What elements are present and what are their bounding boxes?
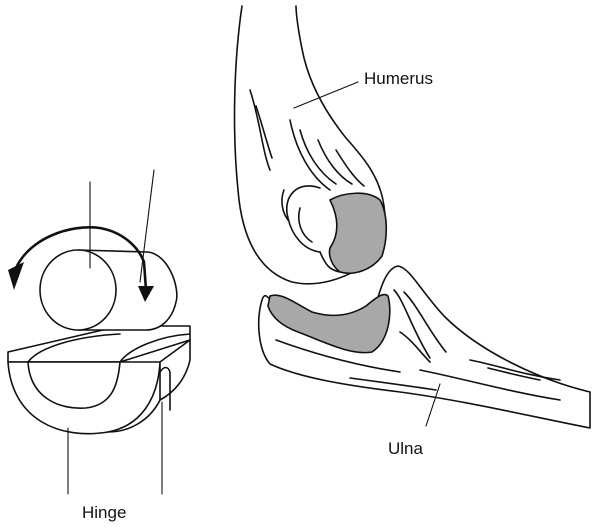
humerus-bone	[235, 6, 387, 284]
ulna-bone	[259, 266, 590, 428]
humerus-label: Humerus	[364, 69, 433, 88]
hinge-base	[8, 326, 190, 434]
ulna-label: Ulna	[388, 439, 424, 458]
hinge-model	[8, 170, 190, 494]
hinge-cylinder	[40, 250, 177, 330]
hinge-label: Hinge	[82, 503, 126, 522]
